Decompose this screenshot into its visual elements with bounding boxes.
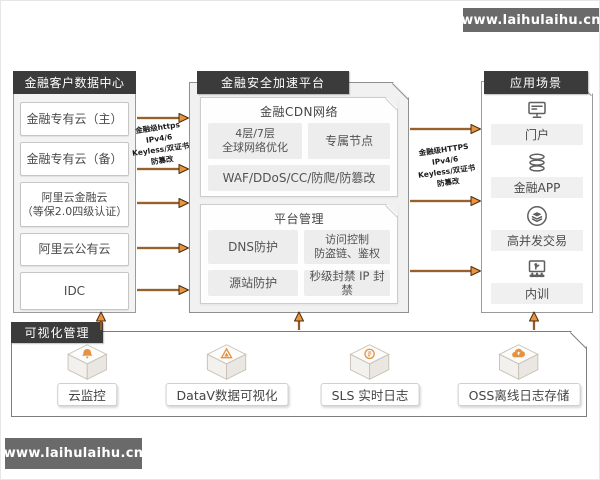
layers-icon xyxy=(525,204,549,228)
panel-acceleration-platform-title: 金融安全加速平台 xyxy=(197,71,349,94)
node-private-cloud-primary: 金融专有云（主） xyxy=(20,102,129,136)
scenario-finance-app: 金融APP xyxy=(491,151,583,198)
scenario-portal: 门户 xyxy=(491,98,583,145)
left-connection-label: 金融级https IPv4/6 Keyless/双证书 防篡改 xyxy=(131,120,190,166)
watermark-bottom: www.laihulaihu.cn xyxy=(4,438,143,469)
panel-application-scenarios: 应用场景 门户 xyxy=(481,71,593,313)
node-finance-cloud: 阿里云金融云 （等保2.0四级认证） xyxy=(20,182,129,227)
node-waf-ddos: WAF/DDoS/CC/防爬/防篡改 xyxy=(208,165,390,191)
panel-visual-management: 可视化管理 云监控 xyxy=(11,322,587,417)
training-icon xyxy=(525,257,549,281)
tool-oss-label: OSS离线日志存储 xyxy=(457,383,581,406)
tool-datav: DataV数据可视化 xyxy=(165,342,289,406)
section-platform-management-title: 平台管理 xyxy=(273,212,324,226)
scenario-high-concurrency: 高并发交易 xyxy=(491,204,583,251)
datav-icon xyxy=(204,342,250,382)
cloud-monitor-icon xyxy=(64,342,110,382)
tool-sls: SLS 实时日志 xyxy=(320,342,420,406)
panel-visual-management-title: 可视化管理 xyxy=(11,322,103,343)
tool-cloud-monitor: 云监控 xyxy=(57,342,117,406)
scenario-high-concurrency-label: 高并发交易 xyxy=(491,230,583,251)
node-dedicated-nodes: 专属节点 xyxy=(308,123,390,159)
tool-cloud-monitor-label: 云监控 xyxy=(57,383,117,406)
right-connection-label: 金融级HTTPS IPv4/6 Keyless/双证书 防篡改 xyxy=(417,141,476,188)
tool-oss: OSS离线日志存储 xyxy=(457,342,581,406)
panel-application-scenarios-title: 应用场景 xyxy=(484,71,588,94)
panel-data-center-title: 金融客户数据中心 xyxy=(13,71,136,94)
scenario-internal-training-label: 内训 xyxy=(491,283,583,304)
scenario-finance-app-label: 金融APP xyxy=(491,177,583,198)
node-origin-protection: 源站防护 xyxy=(208,270,299,296)
node-access-control: 访问控制 防盗链、鉴权 xyxy=(304,230,390,264)
database-icon xyxy=(525,151,549,175)
panel-acceleration-platform: 金融安全加速平台 金融CDN网络 4层/7层 全球网络优化 专属节点 WAF/D… xyxy=(189,71,409,313)
node-ip-ban: 秒级封禁 IP 封禁 xyxy=(304,269,390,297)
node-private-cloud-backup: 金融专有云（备） xyxy=(20,142,129,176)
node-network-optimization: 4层/7层 全球网络优化 xyxy=(208,123,303,159)
node-dns-protection: DNS防护 xyxy=(208,230,299,264)
panel-data-center: 金融客户数据中心 金融专有云（主） 金融专有云（备） 阿里云金融云 （等保2.0… xyxy=(13,71,136,313)
tool-datav-label: DataV数据可视化 xyxy=(165,383,289,406)
watermark-top: www.laihulaihu.cn xyxy=(461,8,599,32)
monitor-icon xyxy=(525,98,549,122)
section-cdn-network-title: 金融CDN网络 xyxy=(259,105,339,119)
section-platform-management: 平台管理 DNS防护 访问控制 防盗链、鉴权 源站防护 秒级封禁 IP 封禁 xyxy=(200,204,398,304)
tool-sls-label: SLS 实时日志 xyxy=(320,383,420,406)
section-cdn-network: 金融CDN网络 4层/7层 全球网络优化 专属节点 WAF/DDoS/CC/防爬… xyxy=(200,97,398,197)
node-idc: IDC xyxy=(20,272,129,310)
scenario-portal-label: 门户 xyxy=(491,124,583,145)
node-public-cloud: 阿里云公有云 xyxy=(20,233,129,266)
scenario-internal-training: 内训 xyxy=(491,257,583,304)
oss-icon xyxy=(496,342,542,382)
sls-icon xyxy=(347,342,393,382)
